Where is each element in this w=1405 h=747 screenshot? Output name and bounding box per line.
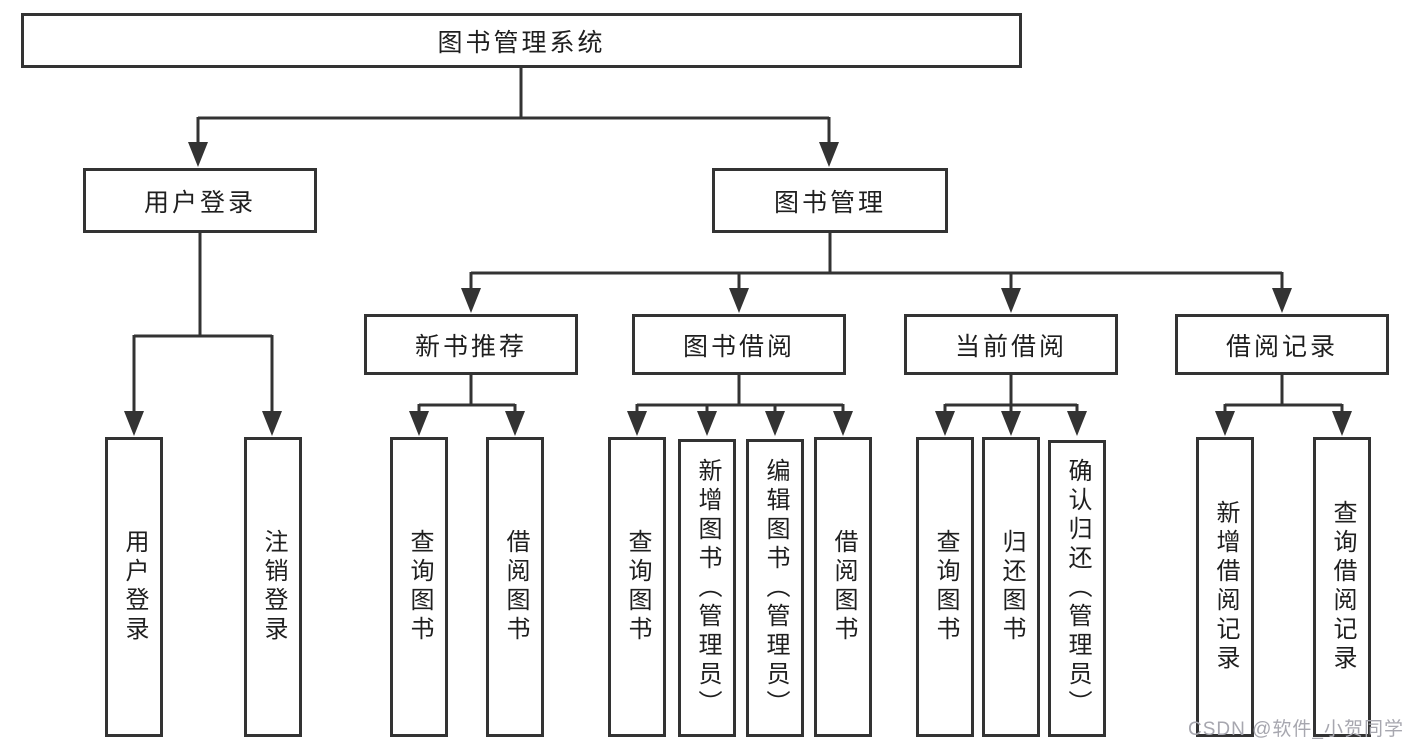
node-book-borrowing: 图书借阅 [632,314,846,375]
leaf-borrow-books: 借阅图书 [814,437,872,737]
node-new-book-recommend: 新书推荐 [364,314,578,375]
node-current-borrowing: 当前借阅 [904,314,1118,375]
leaf-logout: 注销登录 [244,437,302,737]
leaf-return-books: 归还图书 [982,437,1040,737]
leaf-confirm-return-admin: 确认归还（管理员） [1048,440,1106,737]
leaf-query-books-borrow: 查询图书 [608,437,666,737]
leaf-edit-book-admin: 编辑图书（管理员） [746,439,804,737]
node-user-login: 用户登录 [83,168,317,233]
node-borrowing-records: 借阅记录 [1175,314,1389,375]
leaf-user-login: 用户登录 [105,437,163,737]
leaf-query-books-recommend: 查询图书 [390,437,448,737]
leaf-add-book-admin: 新增图书（管理员） [678,439,736,737]
arrowheads [124,142,1352,436]
leaf-query-books-current: 查询图书 [916,437,974,737]
leaf-query-borrow-record: 查询借阅记录 [1313,437,1371,737]
node-library-management-system: 图书管理系统 [21,13,1022,68]
leaf-add-borrow-record: 新增借阅记录 [1196,437,1254,737]
leaf-borrow-books-recommend: 借阅图书 [486,437,544,737]
node-book-management: 图书管理 [712,168,948,233]
csdn-watermark: CSDN @软件_小贺同学 [1188,719,1404,740]
